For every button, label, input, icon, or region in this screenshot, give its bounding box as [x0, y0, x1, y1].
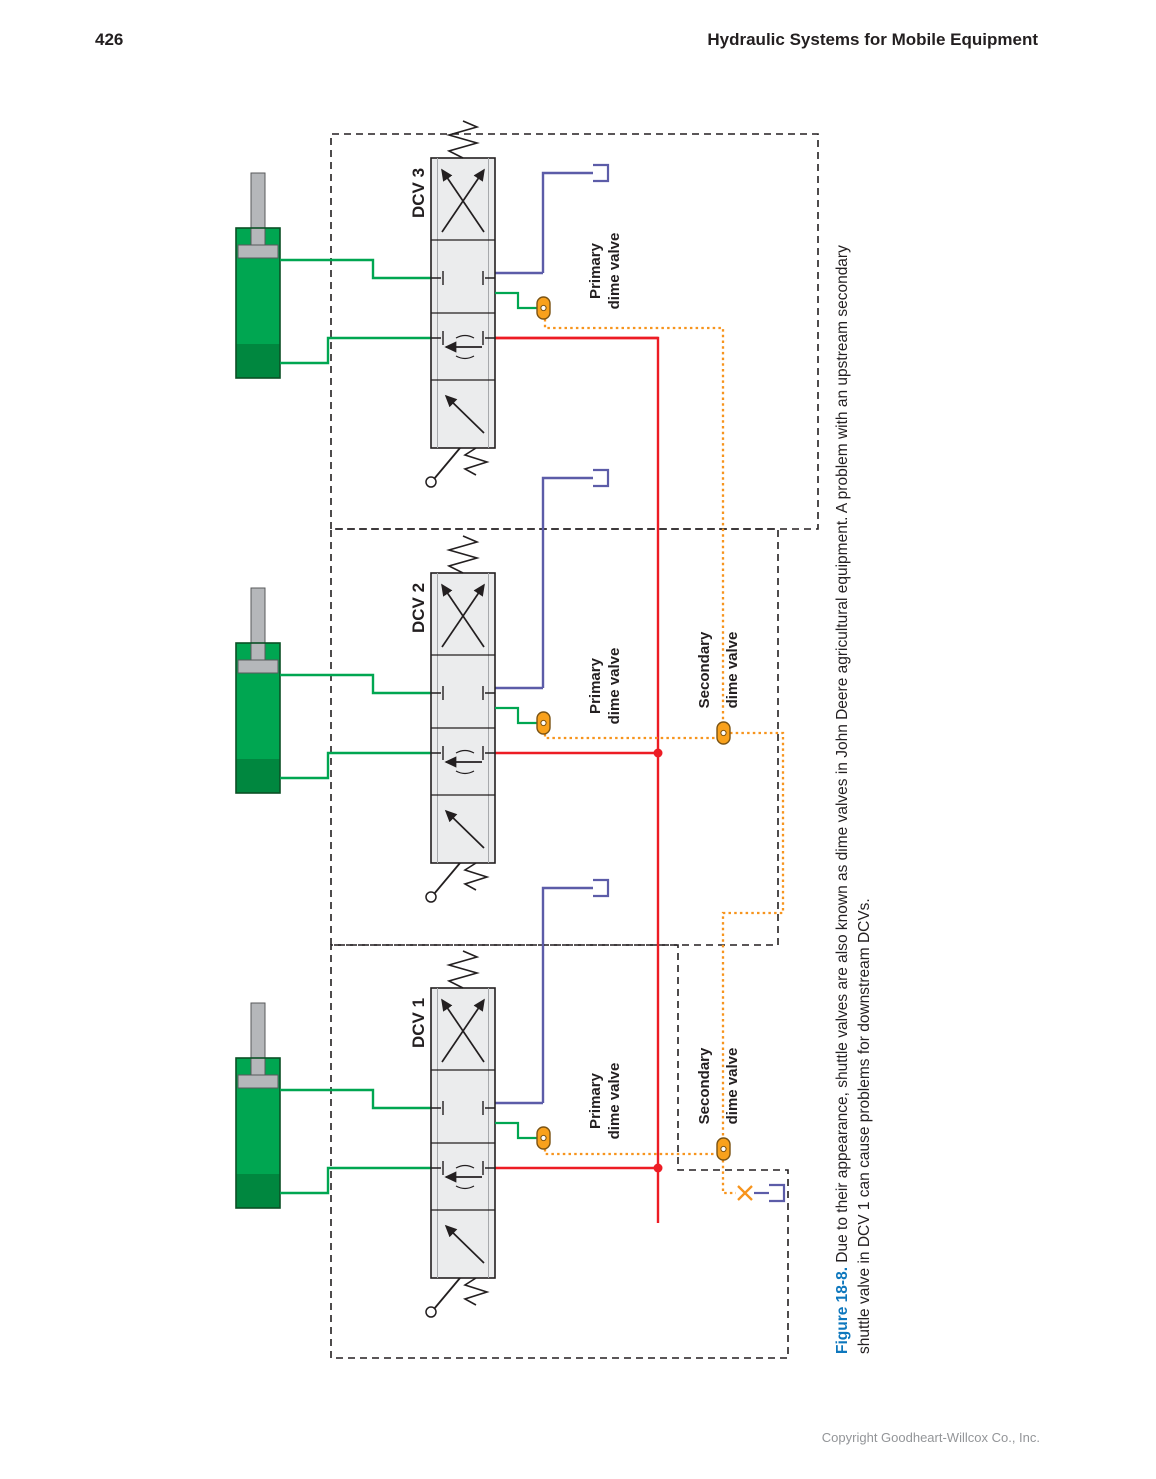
dcv-enclosures — [330, 133, 819, 1359]
dcv3-tank-symbol — [591, 163, 610, 183]
dcv2-enclosure — [330, 528, 779, 946]
page-header: 426 Hydraulic Systems for Mobile Equipme… — [95, 30, 1038, 50]
relief-cross-symbol — [737, 1185, 753, 1201]
dcv2-tank-symbol — [591, 468, 610, 488]
pressure-lines — [495, 336, 663, 1223]
relief-tank-symbol — [767, 1183, 786, 1203]
secondary-dime-valve-label-dcv2: Secondary — [696, 631, 713, 708]
shuttle-ball — [720, 1145, 727, 1153]
figure-label: Figure 18-8. — [834, 1267, 851, 1354]
dcv1-label: DCV 1 — [409, 998, 428, 1048]
figure-caption: Figure 18-8. Due to their appearance, sh… — [832, 229, 876, 1354]
pilot-dcv1-primary-to-secondary1 — [543, 1149, 717, 1156]
shuttle-ball — [720, 729, 727, 737]
dcv-1-assembly — [236, 951, 658, 1317]
tank-lines — [541, 171, 593, 1103]
dcv-2-assembly — [236, 536, 658, 902]
dcv1-tank-symbol — [591, 878, 610, 898]
dcv3-tank-line — [541, 171, 593, 273]
pressure-trunk — [495, 336, 660, 1223]
pilot-dcv3-to-secondary2 — [543, 319, 725, 722]
dcv1-tank-line — [541, 886, 593, 1103]
pilot-lines — [543, 319, 785, 1195]
secondary-dime-valve-label-dcv1: Secondary — [696, 1047, 713, 1124]
secondary-dime-valves — [716, 721, 731, 1161]
secondary-dime-valve-label-dcv1: dime valve — [724, 1048, 741, 1125]
pilot-secondary1-output — [721, 1160, 736, 1195]
figure-18-8: Primary dime valve — [228, 118, 928, 1368]
dcv2-label: DCV 2 — [409, 583, 428, 633]
dcv2-tank-line — [541, 476, 593, 688]
hydraulic-schematic: Primary dime valve — [228, 118, 819, 1359]
dcv3-label: DCV 3 — [409, 168, 428, 218]
figure-caption-text: Due to their appearance, shuttle valves … — [834, 245, 873, 1354]
pilot-secondary2-to-secondary1 — [721, 731, 785, 1138]
pilot-dcv2-primary-to-secondary2 — [543, 734, 717, 740]
page-number: 426 — [95, 30, 124, 49]
dcv3-enclosure — [330, 133, 819, 530]
copyright-notice: Copyright Goodheart-Willcox Co., Inc. — [821, 1430, 1040, 1445]
dcv-3-assembly — [236, 121, 658, 487]
running-head-title: Hydraulic Systems for Mobile Equipment — [707, 30, 1038, 49]
secondary-dime-valve-label-dcv2: dime valve — [724, 632, 741, 709]
pilot-relief-valve — [737, 1185, 769, 1201]
